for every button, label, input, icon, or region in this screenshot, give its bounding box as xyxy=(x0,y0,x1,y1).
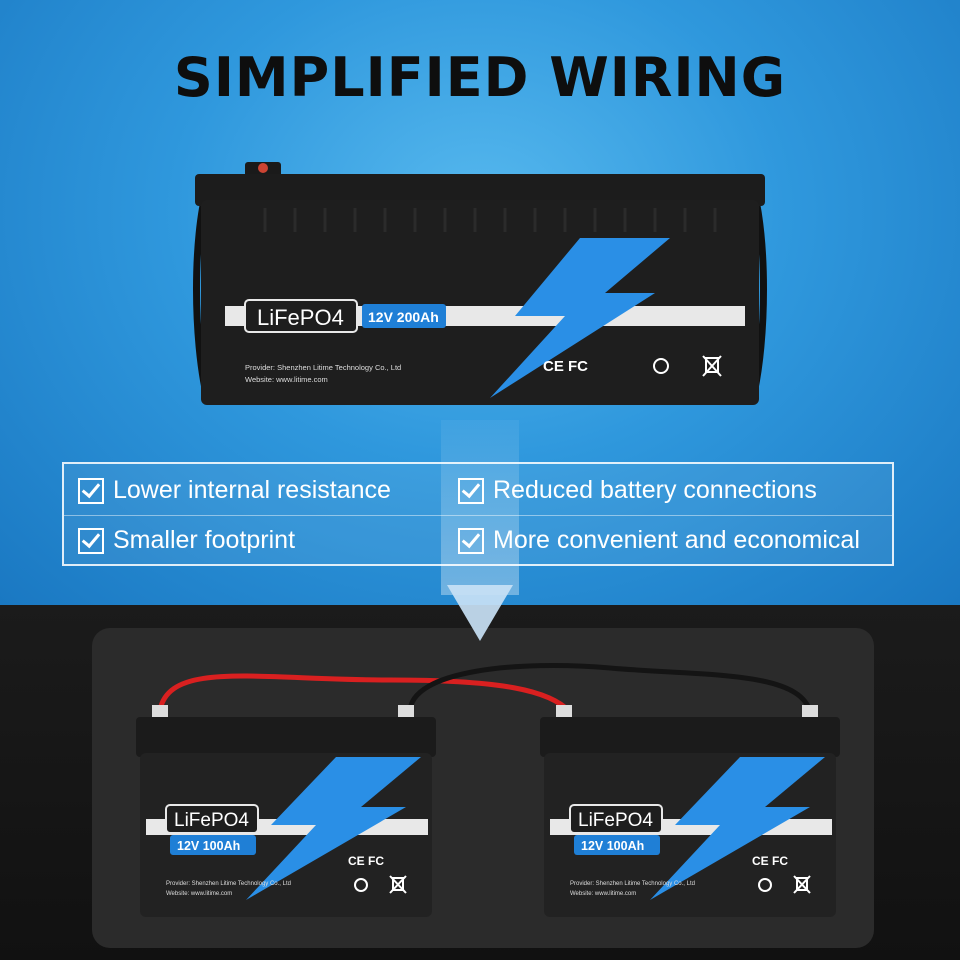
connecting-wires xyxy=(157,662,813,714)
checkbox-icon xyxy=(78,527,104,554)
recycle-icon xyxy=(758,878,772,892)
feature-text: Lower internal resistance xyxy=(113,476,391,504)
certification-marks: CE FC xyxy=(348,854,384,868)
feature-item: Lower internal resistance xyxy=(78,476,391,505)
disposal-icon xyxy=(702,355,722,377)
down-arrow-icon xyxy=(447,585,513,641)
feature-item: Smaller footprint xyxy=(78,526,295,555)
disposal-icon xyxy=(389,875,407,894)
chemistry-label: LiFePO4 xyxy=(257,305,344,330)
website-text: Website: www.litime.com xyxy=(166,891,232,897)
certification-marks: CE FC xyxy=(752,854,788,868)
features-divider xyxy=(64,515,892,516)
website-text: Website: www.litime.com xyxy=(245,375,328,384)
small-battery: LiFePO4 12V 100Ah Provider: Shenzhen Lit… xyxy=(540,705,840,917)
small-battery: LiFePO4 12V 100Ah Provider: Shenzhen Lit… xyxy=(136,705,436,917)
rating-label: 12V 100Ah xyxy=(177,839,240,853)
feature-item: More convenient and economical xyxy=(458,526,860,555)
provider-text: Provider: Shenzhen Litime Technology Co.… xyxy=(166,881,291,887)
website-text: Website: www.litime.com xyxy=(570,891,636,897)
checkbox-icon xyxy=(458,527,484,554)
feature-text: Smaller footprint xyxy=(113,526,296,554)
chemistry-label: LiFePO4 xyxy=(578,810,653,831)
checkbox-icon xyxy=(78,477,104,504)
checkbox-icon xyxy=(458,477,484,504)
bolt-icon xyxy=(490,238,670,398)
provider-text: Provider: Shenzhen Litime Technology Co.… xyxy=(245,363,401,372)
feature-text: Reduced battery connections xyxy=(493,476,817,504)
bolt-icon xyxy=(246,757,421,900)
feature-text: More convenient and economical xyxy=(493,526,860,554)
provider-text: Provider: Shenzhen Litime Technology Co.… xyxy=(570,881,695,887)
chemistry-label: LiFePO4 xyxy=(174,810,249,831)
certification-marks: CE FC xyxy=(543,358,588,375)
recycle-icon xyxy=(354,878,368,892)
feature-item: Reduced battery connections xyxy=(458,476,817,505)
rating-label: 12V 200Ah xyxy=(368,309,439,325)
disposal-icon xyxy=(793,875,811,894)
headline: SIMPLIFIED WIRING xyxy=(173,46,787,109)
rating-label: 12V 100Ah xyxy=(581,839,644,853)
large-battery: LiFePO4 12V 200Ah Provider: Shenzhen Lit… xyxy=(193,162,767,405)
bolt-icon xyxy=(650,757,825,900)
recycle-icon xyxy=(653,358,669,374)
